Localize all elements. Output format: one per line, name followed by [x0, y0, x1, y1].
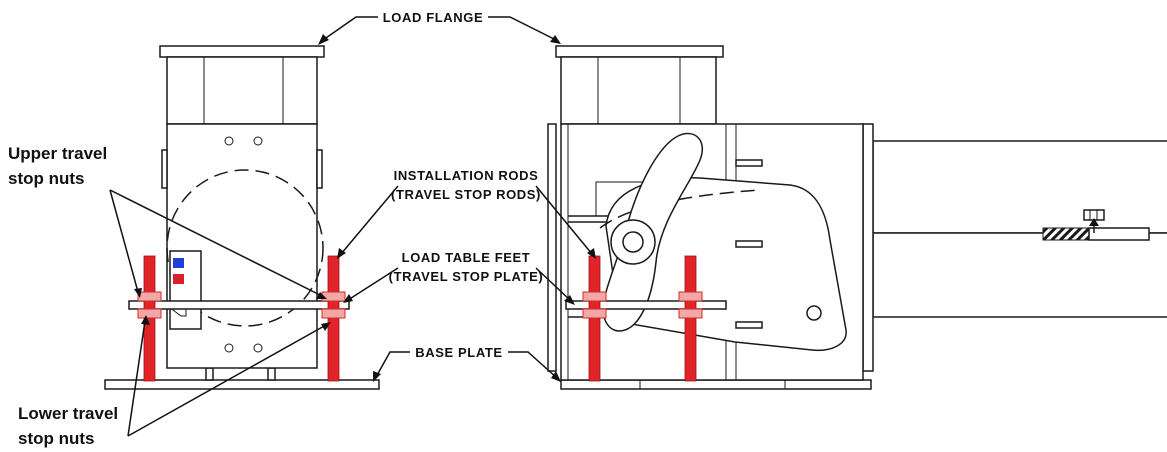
- side-base-plate: [560, 379, 872, 390]
- front-upper-posts: [166, 56, 318, 125]
- leader-lines: [109, 16, 596, 437]
- side-arm-upper: [872, 140, 1167, 234]
- label-lower-travel-line2: stop nuts: [18, 429, 95, 448]
- side-view: [547, 45, 1167, 390]
- front-base-plate: [104, 379, 380, 390]
- front-view: [104, 45, 380, 390]
- label-installation-rods-line2: (TRAVEL STOP RODS): [391, 187, 541, 202]
- label-upper-travel-line2: stop nuts: [8, 169, 85, 188]
- side-gauge-bar: [1088, 227, 1150, 241]
- side-travel-stop-plate: [565, 300, 727, 310]
- label-upper-travel-line1: Upper travel: [8, 144, 107, 163]
- front-load-flange: [159, 45, 325, 58]
- side-nuts-right: [678, 291, 703, 319]
- front-travel-stop-plate: [128, 300, 350, 310]
- label-load-flange: LOAD FLANGE: [383, 10, 483, 25]
- side-nuts-left: [582, 291, 607, 319]
- label-installation-rods-line1: INSTALLATION RODS: [394, 168, 539, 183]
- front-foot-left: [205, 367, 214, 381]
- blue-indicator: [173, 258, 184, 268]
- label-lower-travel-line1: Lower travel: [18, 404, 118, 423]
- label-base-plate: BASE PLATE: [415, 345, 502, 360]
- front-load-cell-body: [166, 123, 318, 369]
- side-arm-lower: [872, 232, 1167, 318]
- front-nuts-left: [137, 291, 162, 319]
- front-foot-right: [267, 367, 276, 381]
- side-end-plate: [862, 123, 874, 372]
- front-hidden-circle: [166, 169, 324, 327]
- label-load-table-feet-line2: (TRAVEL STOP PLATE): [389, 269, 544, 284]
- red-indicator: [173, 274, 184, 284]
- side-gauge-hatched: [1042, 227, 1090, 241]
- side-pivot-inner: [622, 231, 644, 253]
- side-load-flange: [555, 45, 724, 58]
- label-load-table-feet-line1: LOAD TABLE FEET: [402, 250, 531, 265]
